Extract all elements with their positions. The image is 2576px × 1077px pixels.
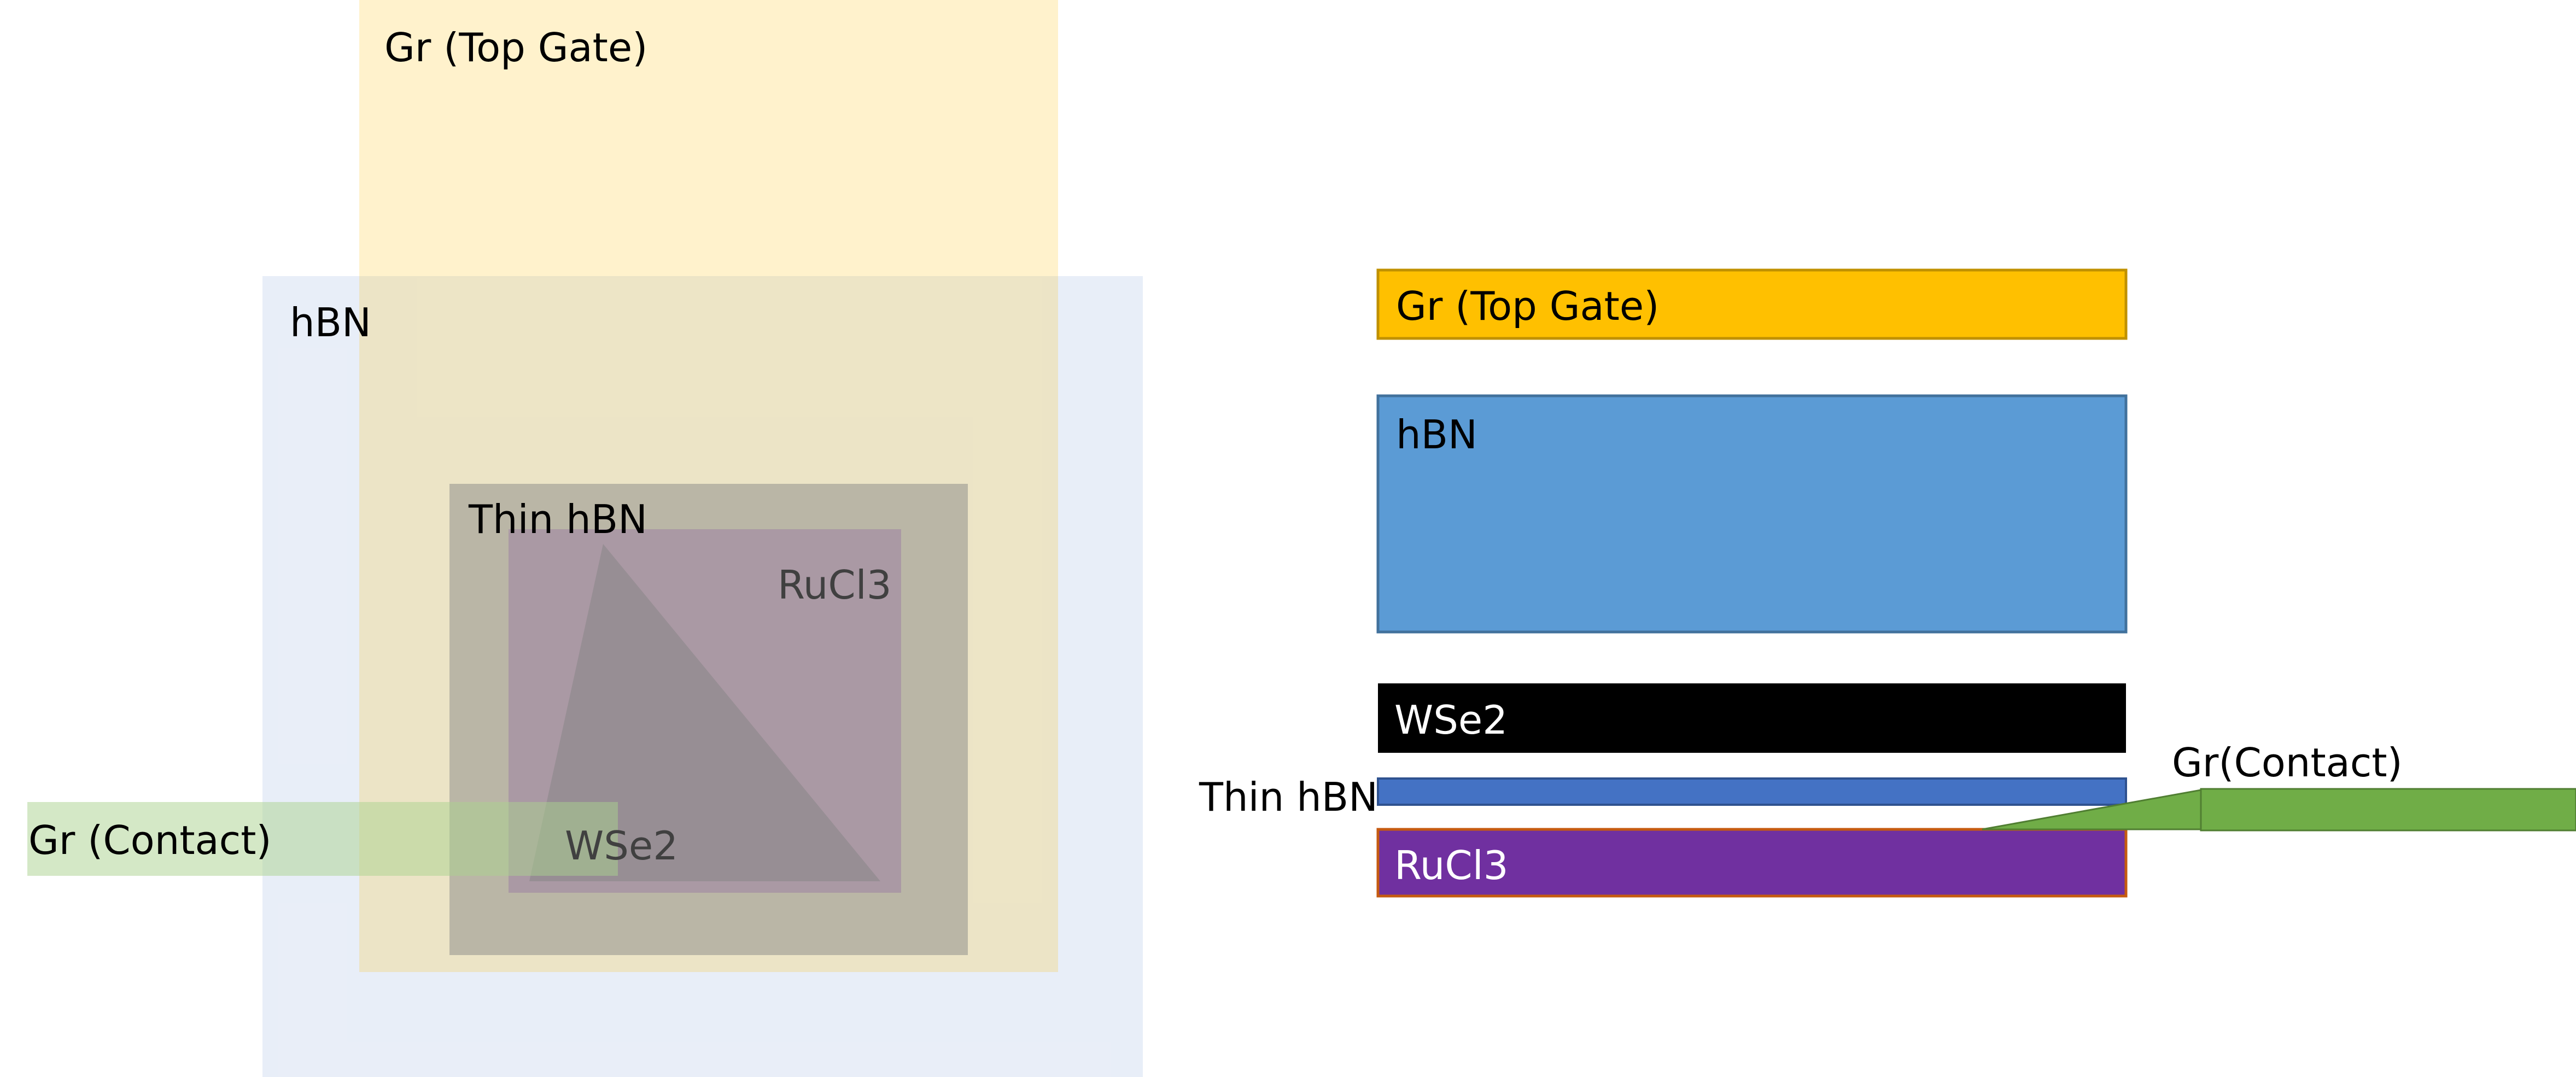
- side-view-wse2-label: WSe2: [1394, 697, 1508, 743]
- side-view-hbn-label: hBN: [1396, 412, 1477, 458]
- side-view-top-gate-label: Gr (Top Gate): [1396, 283, 1659, 329]
- top-view-thin-hbn-layer: [449, 484, 968, 955]
- side-view: Gr (Top Gate) hBN WSe2 Thin hBN RuCl3 Gr…: [1199, 268, 2576, 898]
- side-view-wse2-layer: [1378, 683, 2126, 753]
- top-view-hbn-label: hBN: [290, 300, 371, 346]
- top-view-top-gate-label: Gr (Top Gate): [384, 25, 647, 71]
- side-view-thin-hbn-layer: [1377, 777, 2127, 806]
- top-view-contact-layer: [27, 802, 618, 876]
- side-view-rucl3-label: RuCl3: [1394, 842, 1509, 888]
- side-view-hbn-layer: [1376, 394, 2128, 634]
- top-view-wse2-label: WSe2: [565, 823, 678, 869]
- side-view-rucl3-layer: [1376, 828, 2128, 898]
- side-view-thin-hbn-label: Thin hBN: [1199, 774, 1378, 820]
- top-view-thin-hbn-label: Thin hBN: [468, 496, 647, 542]
- side-view-contact-label: Gr(Contact): [2172, 740, 2403, 786]
- top-view-wse2-flake: [529, 544, 880, 881]
- top-view-hbn-layer: [262, 276, 1143, 1077]
- side-view-contact-layer: [2200, 788, 2576, 832]
- top-view-contact-label: Gr (Contact): [28, 817, 272, 863]
- top-view-rucl3-label: RuCl3: [778, 562, 892, 608]
- top-view: Gr (Top Gate) hBN Thin hBN RuCl3 WSe2 Gr…: [27, 0, 1143, 1077]
- side-view-top-gate-layer: [1376, 268, 2128, 340]
